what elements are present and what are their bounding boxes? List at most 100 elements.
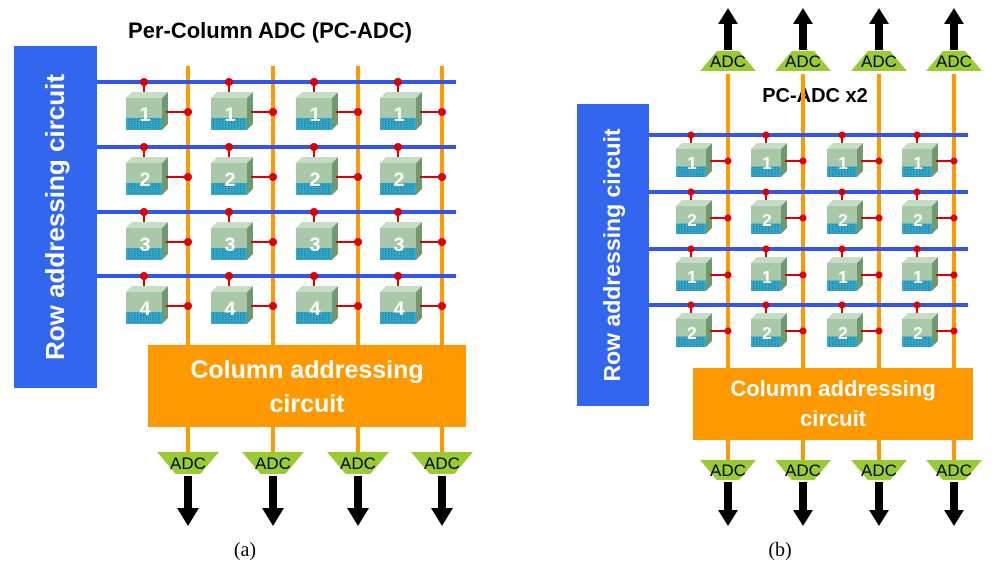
pixel-body	[751, 319, 781, 337]
adc-block: ADC	[157, 452, 219, 474]
pixel-body	[211, 292, 247, 312]
pixel-body	[296, 292, 332, 312]
column-node	[438, 108, 446, 116]
pixel-side	[332, 92, 338, 130]
pixel-body	[296, 228, 332, 248]
pixel-body	[827, 263, 857, 281]
adc-shape	[242, 452, 304, 474]
arrow-head	[944, 8, 964, 24]
adc-block: ADC	[700, 51, 756, 71]
column-node	[438, 302, 446, 310]
pixel-top	[211, 222, 253, 228]
pixel-body	[676, 206, 706, 224]
pixel-number: 4	[393, 298, 404, 320]
pixel-top	[902, 313, 938, 319]
pixel-top	[126, 92, 168, 98]
pixel-number: 1	[687, 153, 697, 173]
pixel-top	[676, 143, 712, 149]
pixel-cell: 1	[751, 143, 787, 177]
pixel-number: 3	[309, 234, 320, 256]
pixel-cell: 2	[211, 157, 253, 195]
column-node	[184, 302, 192, 310]
output-arrow	[718, 8, 738, 50]
output-arrow	[262, 476, 284, 526]
adc-label: ADC	[424, 454, 460, 473]
pixel-number: 1	[838, 153, 848, 173]
arrow-head	[347, 508, 369, 526]
pixel-side	[247, 92, 253, 130]
row-node	[310, 78, 318, 86]
pixel-body	[902, 263, 932, 281]
column-node	[184, 238, 192, 246]
pixel-top	[902, 200, 938, 206]
pixel-top	[676, 257, 712, 263]
adc-block: ADC	[926, 460, 982, 480]
pixel-top	[827, 257, 863, 263]
row-node	[310, 143, 318, 151]
arrow-shaft	[269, 476, 277, 508]
pixel-number: 3	[224, 234, 235, 256]
pixel-side	[932, 313, 938, 347]
adc-label: ADC	[861, 461, 897, 480]
pixel-top	[380, 157, 422, 163]
column-node	[724, 157, 732, 165]
arrow-shaft	[438, 476, 446, 508]
adc-label: ADC	[936, 461, 972, 480]
pixel-top	[751, 200, 787, 206]
pixel-top	[827, 143, 863, 149]
pixel-number: 2	[838, 210, 848, 230]
pixel-body	[126, 163, 162, 183]
pixel-top	[676, 313, 712, 319]
column-node	[184, 173, 192, 181]
pixel-number: 3	[139, 234, 150, 256]
pixel-cell: 1	[126, 92, 168, 130]
pixel-cell: 1	[211, 92, 253, 130]
output-arrow	[944, 8, 964, 50]
row-node	[394, 78, 402, 86]
output-arrow	[793, 482, 813, 526]
arrow-shaft	[184, 476, 192, 508]
pixel-side	[932, 143, 938, 177]
row-node	[225, 272, 233, 280]
adc-label: ADC	[936, 52, 972, 71]
pixel-side	[706, 143, 712, 177]
pixel-number: 2	[687, 323, 697, 343]
row-node	[762, 131, 770, 139]
arrow-shaft	[724, 24, 732, 50]
pixel-side	[162, 222, 168, 260]
arrow-head	[718, 510, 738, 526]
row-node	[225, 143, 233, 151]
row-node	[140, 272, 148, 280]
row-node	[140, 208, 148, 216]
pixel-body	[676, 263, 706, 281]
pixel-body	[902, 319, 932, 337]
pixel-side	[247, 222, 253, 260]
row-node	[913, 245, 921, 253]
pixel-top	[126, 222, 168, 228]
row-node	[687, 131, 695, 139]
pixel-number: 1	[687, 267, 697, 287]
pixel-number: 2	[139, 169, 150, 191]
adc-block: ADC	[411, 452, 473, 474]
row-addressing-label-b: Row addressing circuit	[599, 128, 625, 381]
column-node	[724, 271, 732, 279]
pixel-number: 1	[838, 267, 848, 287]
arrow-head	[431, 508, 453, 526]
pixel-number: 2	[913, 210, 923, 230]
pixel-number: 1	[762, 267, 772, 287]
pixel-number: 1	[913, 267, 923, 287]
pixel-cell: 1	[751, 257, 787, 291]
pixel-cell: 2	[676, 313, 712, 347]
pixel-side	[857, 143, 863, 177]
pixel-cell: 3	[380, 222, 422, 260]
adc-shape	[851, 51, 907, 71]
arrow-shaft	[799, 482, 807, 510]
pixel-number: 1	[139, 104, 150, 126]
pixel-number: 2	[687, 210, 697, 230]
pixel-number: 1	[224, 104, 235, 126]
pixel-side	[416, 157, 422, 195]
pixel-side	[781, 143, 787, 177]
